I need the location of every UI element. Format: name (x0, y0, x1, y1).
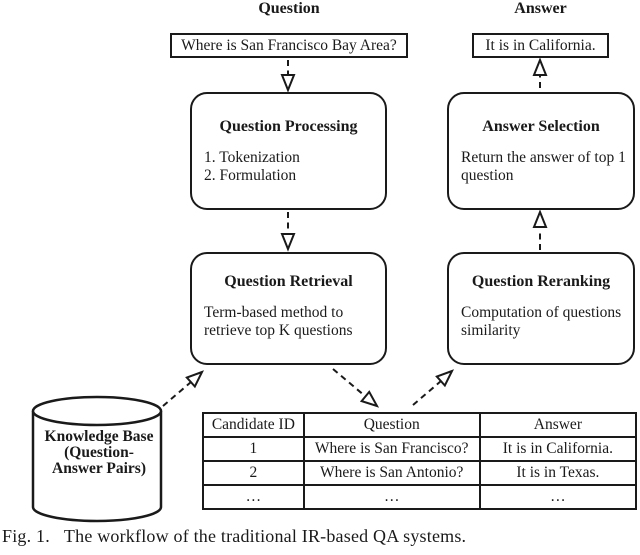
cell-answer: It is in Texas. (478, 460, 638, 486)
processing-step-formulation: 2. Formulation (204, 167, 297, 184)
node-answer-selection: Answer Selection Return the answer of to… (447, 92, 635, 210)
node-question-reranking-body: Computation of questions similarity (461, 304, 622, 339)
candidate-table-header-row: Candidate ID Question Answer (202, 412, 638, 438)
cell-candidate-id: 2 (202, 460, 305, 486)
arrow-retrieval-to-table-stem (332, 368, 366, 397)
processing-step-tokenization: 1. Tokenization (204, 149, 300, 166)
arrowhead-selection-to-answer (532, 57, 548, 76)
knowledge-base-label: Knowledge Base (Question- Answer Pairs) (33, 429, 165, 477)
cell-question: Where is San Francisco? (302, 436, 481, 462)
cell-candidate-id: 1 (202, 436, 305, 462)
arrowhead-question-to-processing (280, 74, 296, 93)
database-cylinder-icon (31, 395, 163, 523)
candidate-table: Candidate ID Question Answer 1 Where is … (202, 412, 638, 510)
figure-caption-text: The workflow of the traditional IR-based… (63, 526, 467, 546)
figure-caption: Fig. 1. The workflow of the traditional I… (2, 526, 466, 547)
answer-output-box: It is in California. (472, 33, 609, 58)
cell-answer: … (478, 484, 638, 510)
table-row: … … … (202, 484, 638, 510)
arrowhead-table-to-reranking (435, 369, 455, 388)
cell-candidate-id: … (202, 484, 305, 510)
arrowhead-reranking-to-selection (532, 209, 548, 228)
arrowhead-processing-to-retrieval (280, 233, 296, 252)
knowledge-base-cylinder (30, 394, 170, 528)
cell-answer: It is in California. (478, 436, 638, 462)
knowledge-base-label-line1: Knowledge Base (44, 428, 154, 445)
knowledge-base-label-line2: (Question- (64, 444, 134, 461)
table-row: 2 Where is San Antonio? It is in Texas. (202, 460, 638, 486)
col-header-answer: Answer (478, 412, 638, 438)
node-question-retrieval: Question Retrieval Term-based method to … (190, 252, 387, 365)
node-question-processing: Question Processing 1. Tokenization 2. F… (190, 92, 387, 210)
col-header-question: Question (302, 412, 481, 438)
answer-column-label: Answer (514, 0, 567, 17)
node-answer-selection-title: Answer Selection (482, 118, 600, 135)
cell-question: Where is San Antonio? (302, 460, 481, 486)
knowledge-base-label-line3: Answer Pairs) (52, 460, 146, 477)
node-question-reranking: Question Reranking Computation of questi… (447, 252, 635, 365)
node-answer-selection-body: Return the answer of top 1 question (461, 149, 626, 184)
table-row: 1 Where is San Francisco? It is in Calif… (202, 436, 638, 462)
node-question-retrieval-title: Question Retrieval (224, 273, 353, 290)
node-question-processing-title: Question Processing (219, 118, 358, 135)
question-input-box: Where is San Francisco Bay Area? (170, 33, 408, 58)
arrow-table-to-reranking-stem (412, 380, 442, 406)
node-question-retrieval-body: Term-based method to retrieve top K ques… (204, 304, 353, 339)
node-question-reranking-title: Question Reranking (471, 273, 611, 290)
node-question-processing-body: 1. Tokenization 2. Formulation (192, 149, 385, 185)
figure-caption-number: Fig. 1. (2, 526, 50, 546)
col-header-candidate-id: Candidate ID (202, 412, 305, 438)
question-column-label: Question (258, 0, 320, 17)
cell-question: … (302, 484, 481, 510)
arrowhead-kb-to-retrieval (185, 370, 205, 389)
arrowhead-retrieval-to-table (359, 390, 380, 408)
